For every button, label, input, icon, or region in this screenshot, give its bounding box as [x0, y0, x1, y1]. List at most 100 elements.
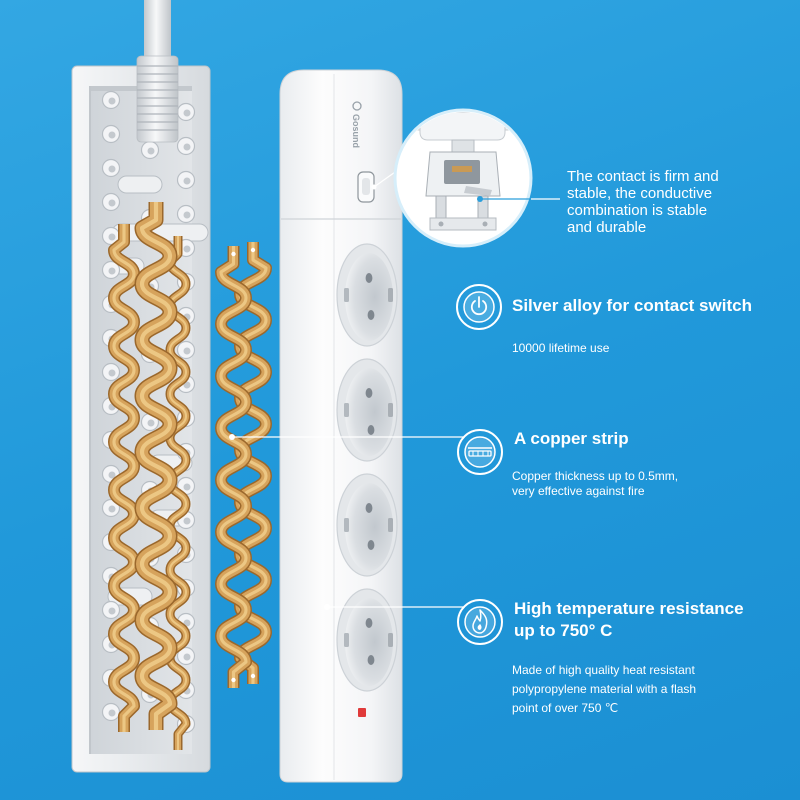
- copper-strip-hole: [231, 677, 236, 683]
- housing-post-hole: [108, 233, 116, 241]
- housing-post-hole: [183, 483, 191, 491]
- socket-recess: [345, 483, 393, 571]
- housing-copper-strip-left: [108, 224, 140, 732]
- contact-callout-dot: [371, 184, 377, 190]
- socket-recess: [345, 368, 393, 456]
- detail-stem: [451, 139, 475, 153]
- contact-line: stable, the conductive: [567, 185, 713, 202]
- ground-clip: [344, 518, 349, 532]
- contact-line: The contact is firm and: [567, 168, 719, 185]
- copper-strip-highlight: [219, 246, 248, 688]
- description-line: point of over 750 ℃: [512, 701, 619, 715]
- title-line: up to 750° C: [514, 621, 613, 640]
- power-switch-rocker: [362, 178, 370, 195]
- copper-strip-highlight: [238, 242, 268, 684]
- flame-glyph-inner: [477, 624, 482, 630]
- power-strip-front: Gosund: [279, 69, 403, 783]
- pin-hole: [367, 540, 375, 550]
- loose-copper-strip: [215, 242, 272, 688]
- flame-icon: [457, 599, 503, 645]
- temperature-title: High temperature resistance up to 750° C: [514, 598, 744, 642]
- brand-logo: Gosund: [351, 101, 362, 148]
- description-line: 10000 lifetime use: [512, 341, 610, 355]
- icon-inner: [464, 436, 496, 468]
- sockets: [336, 243, 398, 692]
- detail-cap: [419, 112, 506, 141]
- housing-post-hole: [183, 347, 191, 355]
- contact-line: combination is stable: [567, 202, 708, 219]
- housing-post-hole: [183, 653, 191, 661]
- ground-clip: [344, 288, 349, 302]
- housing-post-hole: [147, 147, 155, 155]
- description-line: polypropylene material with a flash: [512, 682, 697, 696]
- ground-clip: [388, 288, 393, 302]
- detail-silver-contact: [464, 186, 492, 196]
- housing-post-hole: [183, 211, 191, 219]
- housing-post-hole: [183, 619, 191, 627]
- pin-hole: [367, 655, 375, 665]
- flame-glyph: [472, 609, 488, 634]
- power-glyph: [470, 300, 488, 316]
- housing-copper-strip-main: [134, 202, 178, 730]
- description-line: Made of high quality heat resistant: [512, 663, 695, 677]
- loose-copper-strip-a: [215, 246, 252, 688]
- housing-post-hole: [108, 369, 116, 377]
- pin-hole: [365, 388, 373, 398]
- pin-hole: [367, 310, 375, 320]
- socket: [336, 588, 398, 692]
- power-cable: [136, 0, 179, 143]
- strip-glyph-ticks: [472, 451, 489, 456]
- icon-ring: [457, 599, 503, 645]
- detail-screw: [438, 221, 444, 227]
- socket: [336, 358, 398, 462]
- contact-callout: [371, 108, 560, 248]
- loose-copper-strip-b: [234, 242, 272, 684]
- ground-clip: [388, 518, 393, 532]
- housing-post-hole: [183, 109, 191, 117]
- housing-post-hole: [108, 267, 116, 275]
- pin-hole: [365, 618, 373, 628]
- ground-clip: [388, 403, 393, 417]
- detail-terminal: [435, 195, 447, 219]
- cable-strain-relief: [136, 55, 179, 143]
- housing-post-hole: [108, 97, 116, 105]
- power-indicator: [358, 708, 366, 717]
- socket-recess: [345, 253, 393, 341]
- housing-post-hole: [183, 177, 191, 185]
- copper-strip-pointer: [229, 434, 465, 440]
- title-line: High temperature resistance: [514, 599, 744, 618]
- socket: [336, 473, 398, 577]
- copper-strip-highlight: [139, 202, 173, 730]
- copper-strip-highlight: [112, 224, 136, 732]
- housing-post-hole: [108, 709, 116, 717]
- housing-post-hole: [147, 419, 155, 427]
- copper-strip-hole: [231, 251, 236, 257]
- description-line: very effective against fire: [512, 484, 645, 498]
- housing-post-hole: [108, 199, 116, 207]
- cable-strain-relief-ribs: [137, 65, 178, 131]
- housing-post-hole: [108, 607, 116, 615]
- temperature-pointer: [324, 604, 465, 610]
- copper-strip-icon: [457, 429, 503, 475]
- housing-post-hole: [183, 517, 191, 525]
- silver-alloy-description: 10000 lifetime use: [512, 340, 609, 356]
- socket-recess: [345, 598, 393, 686]
- strip-glyph-bar: [468, 450, 492, 457]
- brand-logo-mark: [352, 101, 362, 111]
- pin-hole: [365, 503, 373, 513]
- silver-alloy-title: Silver alloy for contact switch: [512, 296, 752, 315]
- contact-line: and durable: [567, 219, 647, 236]
- pin-hole: [367, 425, 375, 435]
- housing-copper-strips: [108, 202, 191, 750]
- ground-clip: [344, 633, 349, 647]
- ground-clip: [388, 633, 393, 647]
- copper-strip-title: A copper strip: [514, 429, 629, 448]
- housing-post-hole: [183, 381, 191, 389]
- icon-inner: [464, 606, 496, 638]
- icon-ring: [456, 284, 502, 330]
- housing-post-hole: [108, 505, 116, 513]
- copper-strip-hole: [250, 247, 256, 253]
- ground-clip: [344, 403, 349, 417]
